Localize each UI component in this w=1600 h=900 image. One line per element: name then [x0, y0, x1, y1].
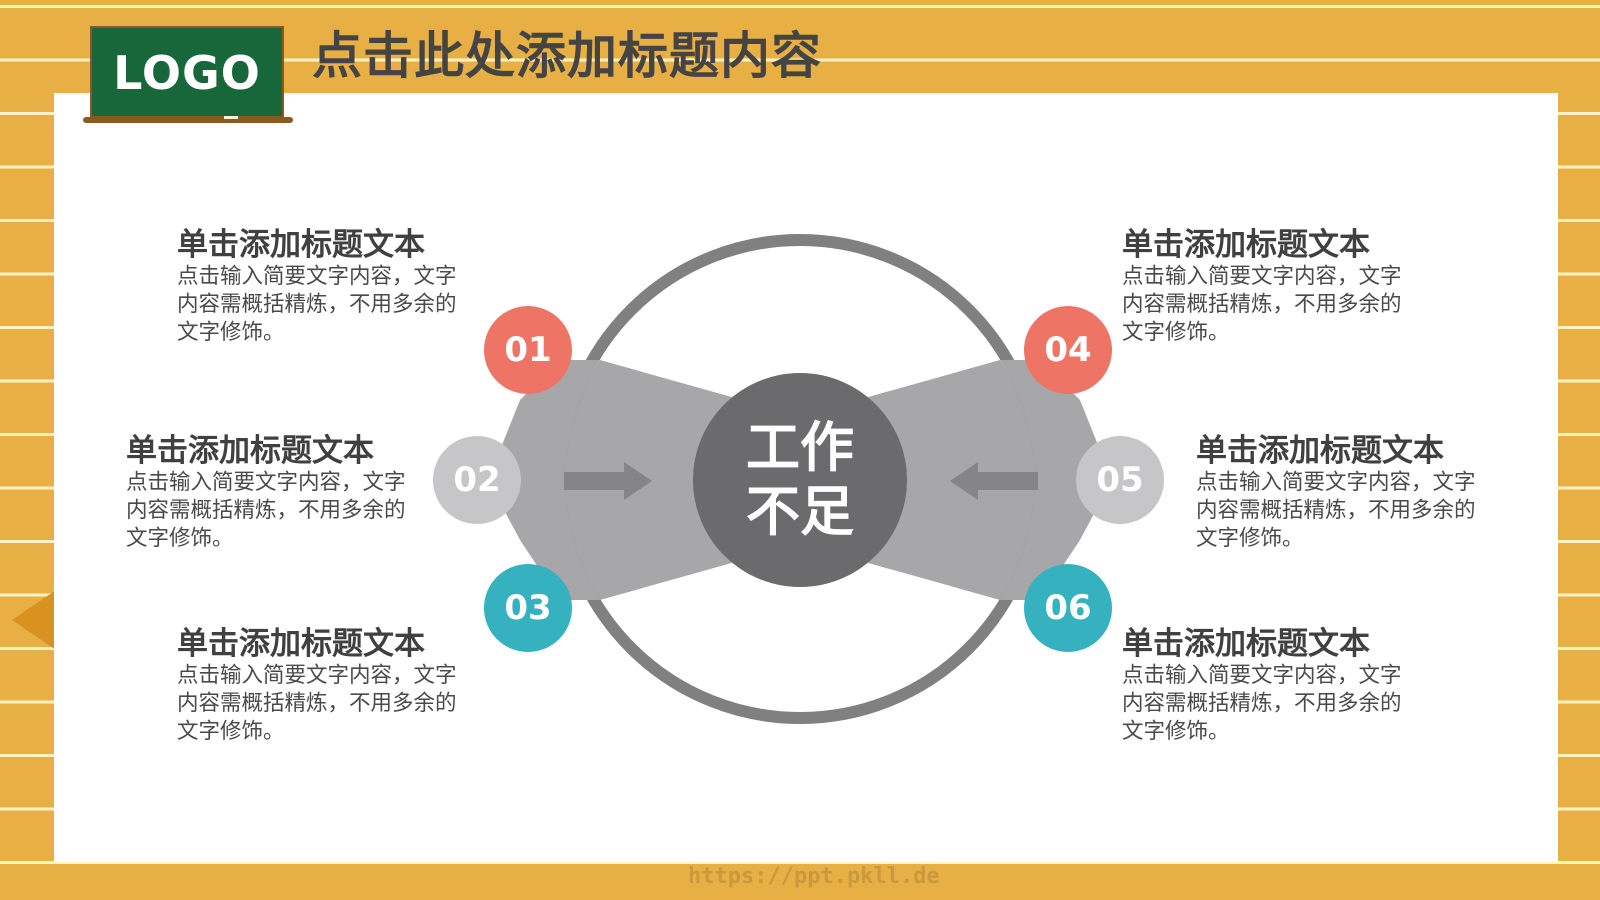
block-body: 点击输入简要文字内容，文字内容需概括精炼，不用多余的文字修饰。 [177, 264, 457, 345]
right-wedge [840, 360, 1035, 600]
block-title: 单击添加标题文本 [177, 227, 425, 263]
block-body: 点击输入简要文字内容，文字内容需概括精炼，不用多余的文字修饰。 [1122, 663, 1402, 744]
node-number: 01 [504, 330, 552, 370]
block-body: 点击输入简要文字内容，文字内容需概括精炼，不用多余的文字修饰。 [126, 470, 406, 551]
node-badge-02[interactable]: 02 [433, 436, 521, 524]
text-block-06[interactable]: 单击添加标题文本 点击输入简要文字内容，文字内容需概括精炼，不用多余的文字修饰。 [1122, 626, 1412, 746]
block-title: 单击添加标题文本 [126, 433, 374, 469]
block-title: 单击添加标题文本 [1122, 626, 1370, 662]
left-wedge [565, 360, 760, 600]
center-label: 工作 不足 [693, 373, 907, 587]
footer-watermark: https://ppt.pkll.de [688, 864, 940, 889]
node-number: 03 [504, 588, 552, 628]
block-title: 单击添加标题文本 [1122, 227, 1370, 263]
block-body: 点击输入简要文字内容，文字内容需概括精炼，不用多余的文字修饰。 [1196, 470, 1476, 551]
center-circle [693, 373, 907, 587]
chalkboard-ledge [83, 117, 293, 123]
block-title: 单击添加标题文本 [177, 626, 425, 662]
text-block-02[interactable]: 单击添加标题文本 点击输入简要文字内容，文字内容需概括精炼，不用多余的文字修饰。 [126, 433, 416, 553]
node-badge-05[interactable]: 05 [1076, 436, 1164, 524]
logo-text: LOGO [113, 46, 261, 100]
chalk-icon [224, 116, 238, 119]
left-wedge-arc [488, 360, 600, 600]
center-label-line1: 工作 [746, 416, 854, 479]
node-badge-03[interactable]: 03 [484, 564, 572, 652]
node-number: 06 [1044, 588, 1092, 628]
node-number: 05 [1096, 460, 1144, 500]
center-label-line2: 不足 [746, 480, 854, 543]
text-block-01[interactable]: 单击添加标题文本 点击输入简要文字内容，文字内容需概括精炼，不用多余的文字修饰。 [177, 227, 467, 347]
node-badge-04[interactable]: 04 [1024, 306, 1112, 394]
triangle-decoration-icon [12, 590, 56, 650]
text-block-03[interactable]: 单击添加标题文本 点击输入简要文字内容，文字内容需概括精炼，不用多余的文字修饰。 [177, 626, 467, 746]
block-title: 单击添加标题文本 [1196, 433, 1444, 469]
block-body: 点击输入简要文字内容，文字内容需概括精炼，不用多余的文字修饰。 [177, 663, 457, 744]
node-badge-06[interactable]: 06 [1024, 564, 1112, 652]
right-wedge-arc [1000, 360, 1112, 600]
node-number: 04 [1044, 330, 1092, 370]
block-body: 点击输入简要文字内容，文字内容需概括精炼，不用多余的文字修饰。 [1122, 264, 1402, 345]
arrow-left-icon [950, 462, 1038, 500]
page-title[interactable]: 点击此处添加标题内容 [312, 27, 822, 85]
arrow-right-icon [564, 462, 652, 500]
text-block-04[interactable]: 单击添加标题文本 点击输入简要文字内容，文字内容需概括精炼，不用多余的文字修饰。 [1122, 227, 1412, 347]
node-badge-01[interactable]: 01 [484, 306, 572, 394]
text-block-05[interactable]: 单击添加标题文本 点击输入简要文字内容，文字内容需概括精炼，不用多余的文字修饰。 [1196, 433, 1486, 553]
node-number: 02 [453, 460, 501, 500]
